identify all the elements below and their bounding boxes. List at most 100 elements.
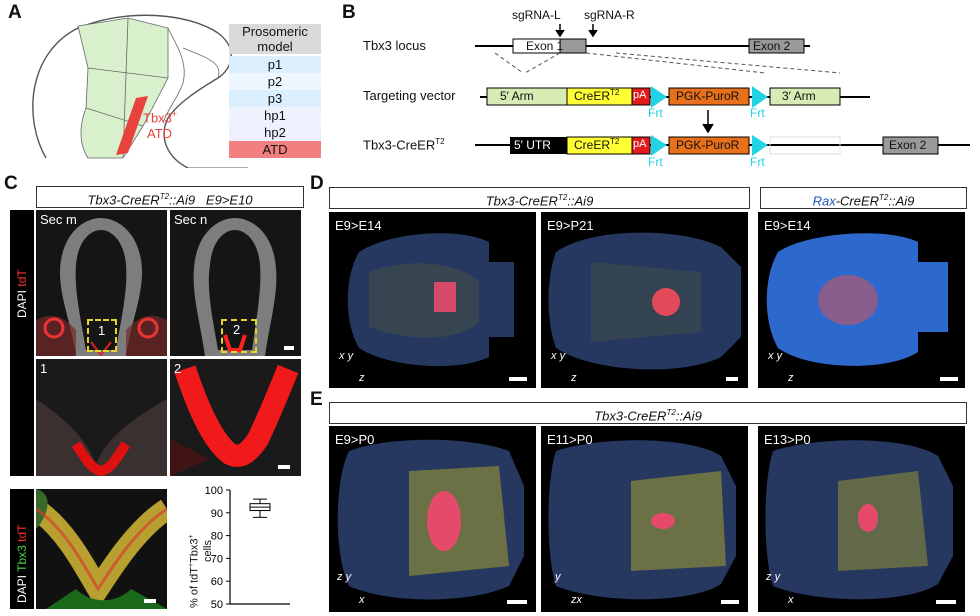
frt-label-4: Frt bbox=[750, 155, 765, 169]
axis-z: zx bbox=[571, 594, 582, 606]
scale-bar bbox=[721, 600, 739, 604]
inset-1-image: 1 bbox=[36, 359, 167, 476]
panel-d-header-1: Tbx3-CreERT2::Ai9 bbox=[329, 187, 750, 209]
section-n-image: 2 Sec n bbox=[170, 210, 301, 356]
scale-bar bbox=[936, 600, 956, 604]
panel-c-header: Tbx3-CreERT2::Ai9 E9>E10 bbox=[36, 186, 304, 208]
targeting-diagram bbox=[475, 24, 970, 156]
scale-bar bbox=[144, 599, 156, 603]
table-row-hp1: hp1 bbox=[229, 107, 321, 124]
render-label-e2: E11>P0 bbox=[547, 432, 593, 447]
creer-label-2: CreERT2 bbox=[574, 137, 620, 152]
roi-box-1 bbox=[87, 319, 117, 352]
table-row-p3: p3 bbox=[229, 90, 321, 107]
axis-z: z bbox=[571, 372, 577, 384]
axis-z: z bbox=[359, 372, 365, 384]
y-tick-label: 70 bbox=[211, 553, 223, 565]
roi-box-2 bbox=[221, 319, 257, 353]
render-e13-p0: E13>P0 z y x bbox=[758, 426, 965, 612]
tbx3-creert2-label: Tbx3-CreERT2 bbox=[363, 137, 445, 153]
panel-d-header-2: Rax-CreERT2::Ai9 bbox=[760, 187, 967, 209]
axis-z: z y bbox=[337, 571, 352, 583]
table-row-p1: p1 bbox=[229, 56, 321, 73]
table-row-atd: ATD bbox=[229, 141, 321, 158]
tbx3-annotation: Tbx3+ bbox=[143, 109, 178, 126]
render-e9-p21: E9>P21 x y z bbox=[541, 212, 748, 388]
pgk-label: PGK-PuroR bbox=[676, 89, 740, 103]
render-e9-p0: E9>P0 z y x bbox=[329, 426, 536, 612]
c-stain-label: DAPI tdT bbox=[15, 269, 29, 318]
inset-2-label: 2 bbox=[174, 361, 182, 376]
chart-y-label: % of tdT+Tbx3+ bbox=[188, 534, 201, 608]
render-e9-e14: E9>E14 x y z bbox=[329, 212, 536, 388]
axis-y: y bbox=[555, 571, 561, 583]
render-label-1: E9>E14 bbox=[335, 218, 382, 233]
roi-box-1-label: 1 bbox=[98, 323, 106, 338]
axis-z: z bbox=[788, 372, 794, 384]
panel-label-b: B bbox=[342, 2, 356, 23]
panel-label-a: A bbox=[8, 2, 22, 23]
render-label-3: E9>E14 bbox=[764, 218, 811, 233]
y-tick-label: 80 bbox=[211, 531, 223, 543]
sgrna-l-label: sgRNA-L bbox=[512, 8, 561, 22]
frt-label-3: Frt bbox=[648, 155, 663, 169]
render-rax-e9-e14: E9>E14 x y z bbox=[758, 212, 965, 388]
table-row-hp2: hp2 bbox=[229, 124, 321, 141]
y-tick-label: 100 bbox=[205, 485, 223, 497]
frt-label-2: Frt bbox=[750, 106, 765, 120]
pa-label: pA bbox=[633, 89, 647, 101]
frt-label-1: Frt bbox=[648, 106, 663, 120]
exon2-label-2: Exon 2 bbox=[889, 138, 927, 152]
c-stain-label-2: DAPI Tbx3 tdT bbox=[15, 524, 29, 603]
y-tick-label: 50 bbox=[211, 599, 223, 611]
tbx3-locus-label: Tbx3 locus bbox=[363, 38, 426, 53]
scale-bar bbox=[284, 346, 294, 350]
panel-label-c: C bbox=[4, 173, 18, 194]
tbx3-costain-image bbox=[36, 489, 167, 609]
axis-x: x y bbox=[551, 350, 566, 362]
render-label-e1: E9>P0 bbox=[335, 432, 375, 447]
inset-1-label: 1 bbox=[40, 361, 48, 376]
render-label-e3: E13>P0 bbox=[764, 432, 811, 447]
table-row-p2: p2 bbox=[229, 73, 321, 90]
panel-label-d: D bbox=[310, 173, 324, 194]
utr-label: 5′ UTR bbox=[514, 138, 551, 152]
scale-bar bbox=[726, 377, 738, 381]
axis-x: x bbox=[359, 594, 365, 606]
roi-box-2-label: 2 bbox=[233, 322, 241, 337]
exon1-label: Exon 1 bbox=[526, 39, 564, 53]
exon2-label: Exon 2 bbox=[753, 39, 791, 53]
chart-y-label-2: cells bbox=[202, 539, 214, 562]
scale-bar bbox=[940, 377, 958, 381]
c-stain-strip-2 bbox=[10, 489, 34, 609]
y-tick-label: 90 bbox=[211, 508, 223, 520]
sec-n-label: Sec n bbox=[174, 212, 208, 227]
y-tick-label: 60 bbox=[211, 576, 223, 588]
arm3-label: 3′ Arm bbox=[782, 89, 816, 103]
creer-label: CreERT2 bbox=[574, 88, 620, 103]
render-e11-p0: E11>P0 y zx bbox=[541, 426, 748, 612]
axis-x: x y bbox=[339, 350, 354, 362]
targeting-vector-label: Targeting vector bbox=[363, 88, 456, 103]
axis-z: z y bbox=[766, 571, 781, 583]
scale-bar bbox=[507, 600, 527, 604]
pgk-label-2: PGK-PuroR bbox=[676, 138, 740, 152]
sgrna-r-label: sgRNA-R bbox=[584, 8, 635, 22]
axis-x: x y bbox=[768, 350, 783, 362]
brain-schematic bbox=[32, 14, 248, 168]
render-label-2: E9>P21 bbox=[547, 218, 594, 233]
c-stain-strip bbox=[10, 210, 34, 476]
section-m-image: 1 Sec m bbox=[36, 210, 167, 356]
axis-x: x bbox=[788, 594, 794, 606]
arm5-label: 5′ Arm bbox=[500, 89, 534, 103]
atd-annotation: ATD bbox=[147, 126, 173, 141]
scale-bar bbox=[278, 465, 290, 469]
panel-label-e: E bbox=[310, 389, 323, 410]
percentage-boxplot: 100 90 80 70 60 50 bbox=[205, 485, 290, 611]
scale-bar bbox=[509, 377, 527, 381]
inset-2-image: 2 bbox=[170, 359, 301, 476]
sec-m-label: Sec m bbox=[40, 212, 77, 227]
pa-label-2: pA bbox=[633, 138, 647, 150]
panel-e-header: Tbx3-CreERT2::Ai9 bbox=[329, 402, 967, 424]
